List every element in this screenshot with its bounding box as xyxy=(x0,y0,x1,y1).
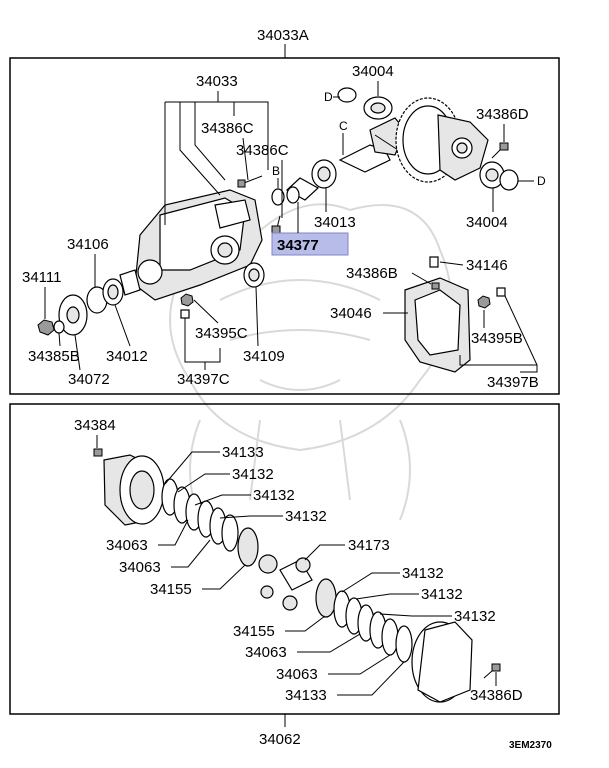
label-34132-1: 34132 xyxy=(232,466,274,483)
label-34385B: 34385B xyxy=(28,348,80,365)
collar-34012-sleeve xyxy=(119,269,141,296)
pinion-gears-34173 xyxy=(258,554,313,611)
assembly-label: 34033A xyxy=(257,27,309,44)
bearing-34004-right xyxy=(479,161,505,189)
bolt-34386C-a xyxy=(237,175,263,188)
label-34395C: 34395C xyxy=(195,325,248,342)
bolt-34386D-bottom xyxy=(483,663,501,679)
ring-gear-differential xyxy=(395,97,489,183)
companion-flange-34072 xyxy=(58,294,88,336)
label-34063-2: 34063 xyxy=(119,559,161,576)
label-34155-1: 34155 xyxy=(150,581,192,598)
spacer-34377 xyxy=(285,177,320,204)
label-34386D-top: 34386D xyxy=(476,106,529,123)
stud-34397B xyxy=(496,287,506,297)
label-d-top: D xyxy=(324,90,333,104)
diagram-code: 3EM2370 xyxy=(509,740,552,751)
watermark-emblem xyxy=(169,203,453,521)
stud-34397C xyxy=(180,309,190,330)
bolt-34386D-top xyxy=(491,142,509,159)
label-34395B: 34395B xyxy=(471,330,523,347)
nut-34111 xyxy=(37,319,55,336)
label-34046: 34046 xyxy=(330,305,372,322)
highlight-34377 xyxy=(271,232,349,256)
label-34004-right: 34004 xyxy=(466,214,508,231)
label-34386B: 34386B xyxy=(346,265,398,282)
label-34386D-bottom: 34386D xyxy=(470,687,523,704)
label-34106: 34106 xyxy=(67,236,109,253)
carrier-housing xyxy=(134,189,263,301)
label-34063-4: 34063 xyxy=(276,666,318,683)
bearing-34013 xyxy=(311,159,337,189)
label-34377[interactable]: 34377 xyxy=(277,237,319,254)
nut-34395C xyxy=(180,293,194,307)
differential-case-left xyxy=(103,454,165,526)
label-34397B: 34397B xyxy=(487,374,539,391)
shim-ring-d-top xyxy=(337,87,357,103)
label-34386C-a: 34386C xyxy=(201,120,254,137)
label-34133-top: 34133 xyxy=(222,444,264,461)
label-34111: 34111 xyxy=(22,269,62,286)
label-34384: 34384 xyxy=(74,417,116,434)
nut-34395B xyxy=(477,295,491,309)
label-34155-2: 34155 xyxy=(233,623,275,640)
bolt-34384 xyxy=(93,448,103,457)
bearing-34012 xyxy=(102,278,124,306)
label-34063-1: 34063 xyxy=(106,537,148,554)
label-34012: 34012 xyxy=(106,348,148,365)
label-34004-top: 34004 xyxy=(352,63,394,80)
label-34397C: 34397C xyxy=(177,371,230,388)
differential-case-right xyxy=(411,621,473,703)
label-34146: 34146 xyxy=(466,257,508,274)
label-34063-3: 34063 xyxy=(245,644,287,661)
label-34072: 34072 xyxy=(68,371,110,388)
label-34033: 34033 xyxy=(196,73,238,90)
oil-seal-34109 xyxy=(243,262,265,288)
plug-34146 xyxy=(429,256,439,268)
bolt-34386B xyxy=(431,282,440,290)
label-34013: 34013 xyxy=(314,214,356,231)
shim-ring-b xyxy=(271,188,285,206)
label-34386C-b: 34386C xyxy=(236,142,289,159)
assembly-label-34062: 34062 xyxy=(259,731,301,748)
label-34173: 34173 xyxy=(348,537,390,554)
label-c: C xyxy=(339,119,348,133)
rear-cover-34046 xyxy=(404,277,471,373)
clutch-pack-right xyxy=(315,578,413,663)
label-b: B xyxy=(272,164,280,178)
label-d-right: D xyxy=(537,174,546,188)
label-34132-3: 34132 xyxy=(285,508,327,525)
drive-pinion-gear xyxy=(338,117,406,173)
bearing-34004-top xyxy=(363,96,393,120)
label-34132-6: 34132 xyxy=(454,608,496,625)
label-34132-5: 34132 xyxy=(421,586,463,603)
clutch-pack-left xyxy=(161,478,259,567)
label-34132-2: 34132 xyxy=(253,487,295,504)
shim-ring-d-right xyxy=(499,169,519,191)
washer-34385B xyxy=(53,320,65,334)
label-34133-bottom: 34133 xyxy=(285,687,327,704)
label-34132-4: 34132 xyxy=(402,565,444,582)
label-34109: 34109 xyxy=(243,348,285,365)
upper-panel-frame xyxy=(9,57,560,395)
